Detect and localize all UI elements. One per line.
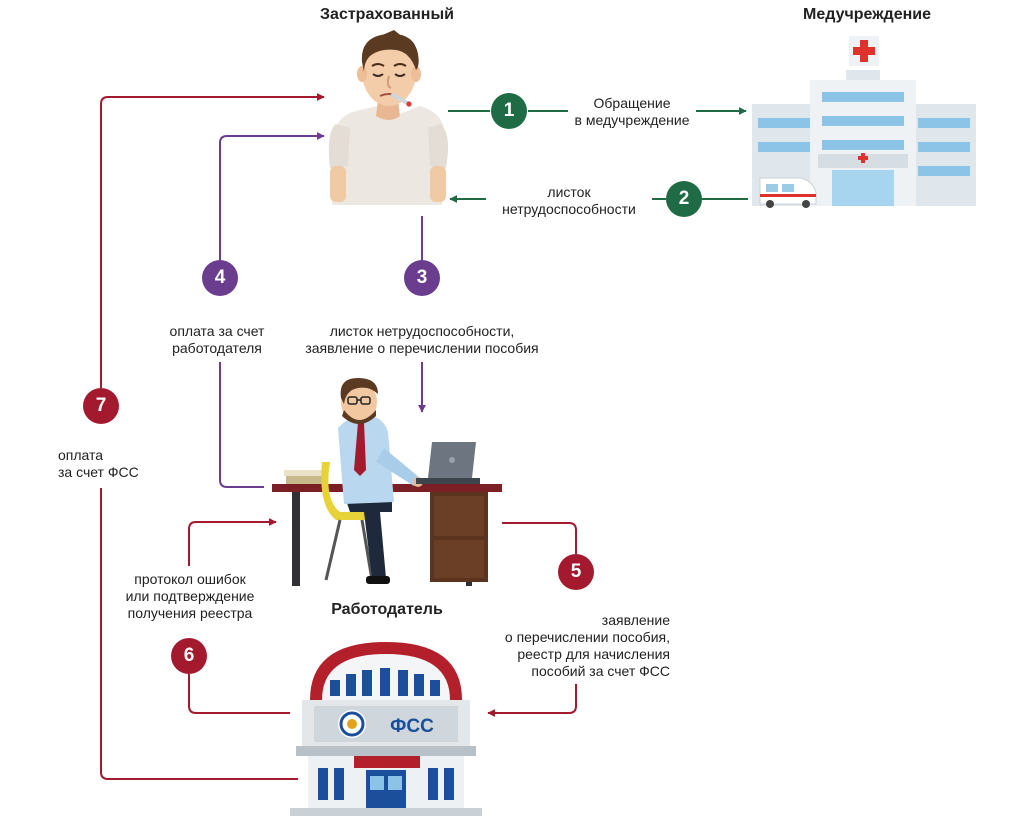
step-label-3: листок нетрудоспособности, заявление о п…: [305, 323, 539, 356]
step-badge-2: 2: [666, 181, 702, 217]
step-badge-3: 3: [404, 260, 440, 296]
step-label-2: листок нетрудоспособности: [502, 184, 636, 217]
step-badge-4: 4: [202, 260, 238, 296]
step-label-4: оплата за счет работодателя: [169, 323, 265, 356]
clinic-building-illustration: [752, 36, 976, 208]
arrow-step-5-top: [502, 522, 577, 554]
arrow-step-7-bottom: [100, 488, 298, 780]
step-label-5: заявление о перечислении пособия, реестр…: [504, 612, 670, 679]
step-badge-7: 7: [83, 388, 119, 424]
employer-desk-illustration: [272, 378, 502, 586]
step-badge-6: 6: [171, 638, 207, 674]
step-label-7: оплата за счет ФСС: [58, 447, 139, 480]
insured-title: Застрахованный: [320, 6, 454, 23]
step-badge-5: 5: [558, 554, 594, 590]
fss-sign-text: ФСС: [390, 716, 434, 737]
arrow-step-5-bottom: [487, 684, 577, 717]
arrow-step-6-bottom: [188, 674, 290, 714]
arrow-step-4-top: [219, 132, 325, 262]
arrow-step-7-top: [100, 93, 325, 388]
step-label-6: протокол ошибок или подтверждение получе…: [125, 571, 255, 621]
step-label-1: Обращение в медучреждение: [574, 95, 690, 128]
arrow-step-4-bottom: [219, 362, 264, 488]
insured-person-illustration: [328, 30, 448, 205]
employer-title: Работодатель: [331, 601, 443, 618]
step-badge-1: 1: [491, 93, 527, 129]
arrow-step-6-top: [188, 518, 277, 566]
clinic-title: Медучреждение: [802, 6, 932, 23]
fss-building-illustration: [290, 642, 482, 816]
